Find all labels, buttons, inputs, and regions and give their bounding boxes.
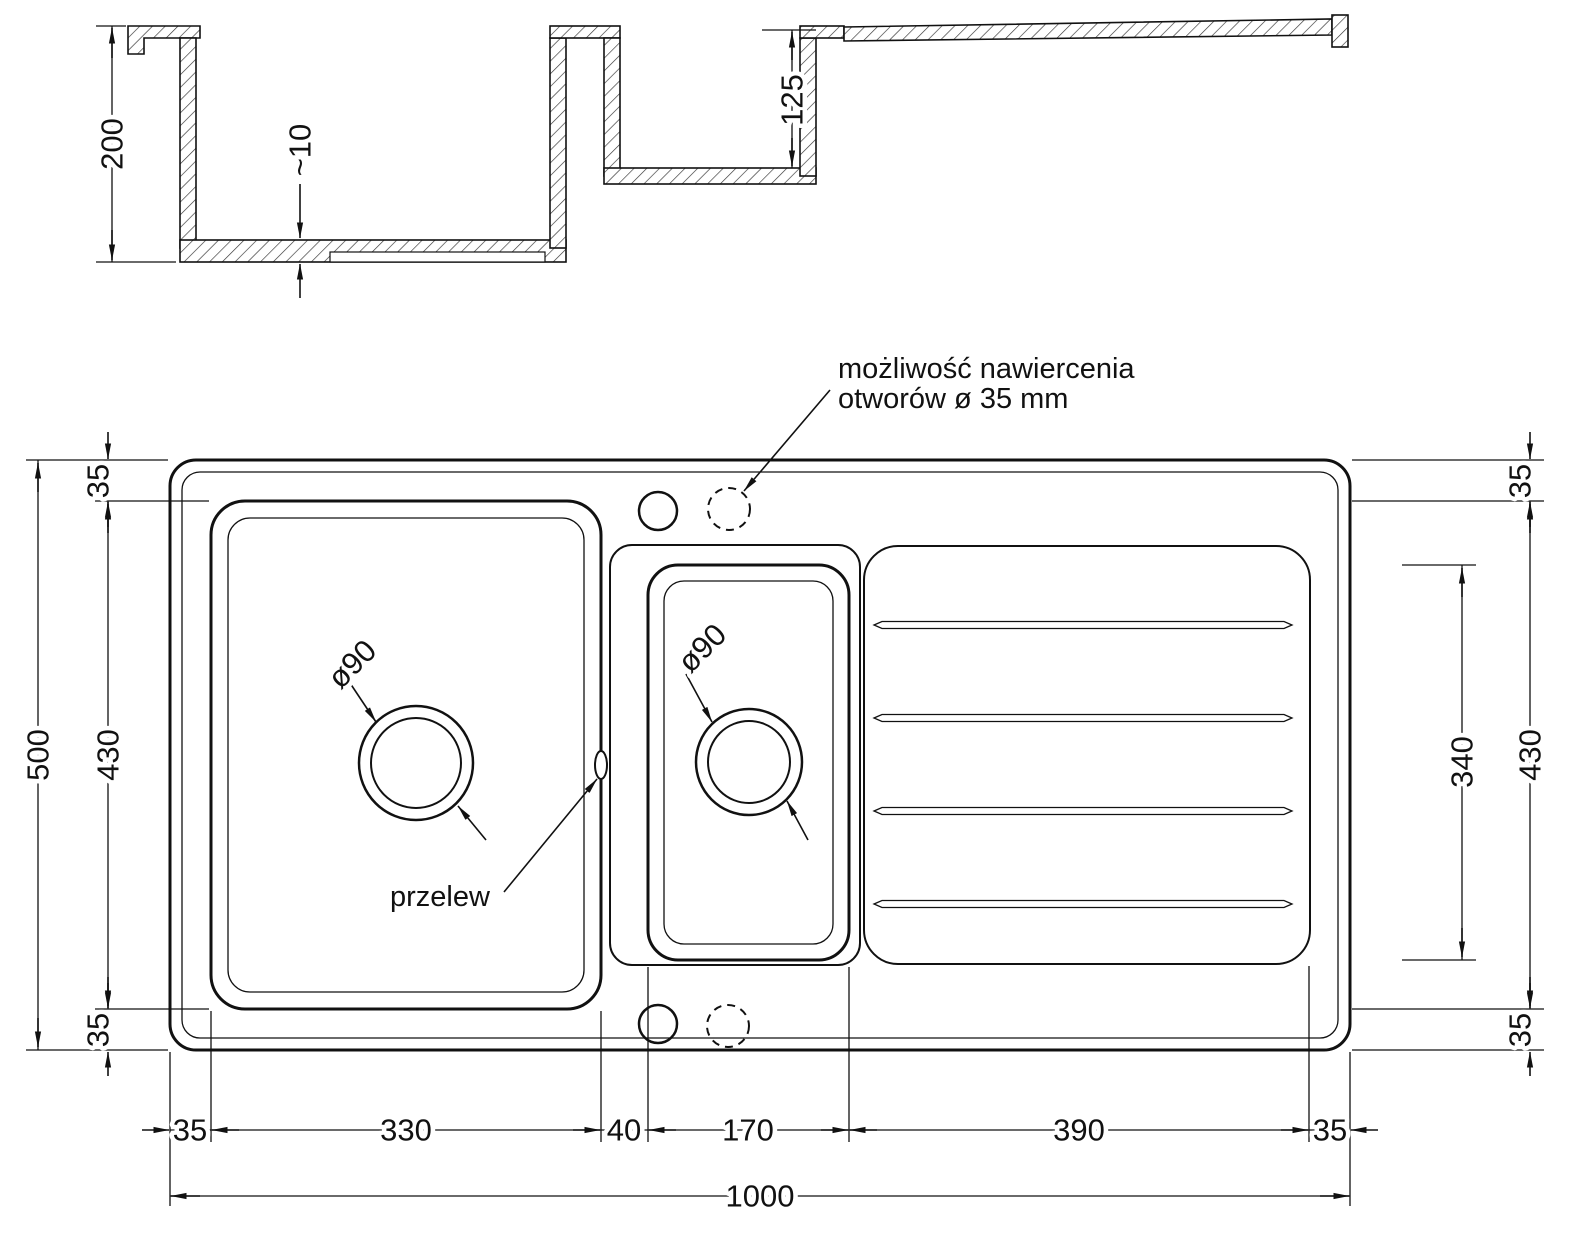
dim-left-430: 430 (86, 501, 130, 1009)
dim-section-depth-200: 200 (90, 25, 176, 263)
dim-right-340: 340 (1440, 565, 1484, 960)
dim-left-35-top: 35 (76, 432, 120, 527)
dim-label-390: 390 (1053, 1113, 1105, 1148)
dim-right-35-top: 35 (1498, 432, 1542, 527)
small-drain-inner (707, 720, 791, 804)
drill-note-line2: otworów ø 35 mm (838, 383, 1068, 415)
optional-hole-top (707, 487, 751, 531)
overflow-label: przelew (390, 881, 491, 913)
section-divider-flange (549, 25, 621, 39)
dim-bottom-chain: 35 330 40 170 390 35 (142, 1108, 1378, 1152)
small-bowl-shelf (609, 544, 861, 966)
main-drain-inner (370, 717, 462, 809)
annotation-drill-note: możliwość nawiercenia otworów ø 35 mm (743, 350, 1139, 492)
sink-inner-rim (181, 471, 1339, 1039)
drain-diameter-label: ø90 (321, 633, 384, 696)
drainer-area (863, 545, 1311, 965)
drill-note-line1: możliwość nawiercenia (838, 353, 1135, 385)
dim-label-35: 35 (1313, 1113, 1347, 1148)
drain-diameter-label: ø90 (671, 617, 734, 680)
faucet-hole-bottom (637, 1003, 679, 1045)
dim-label-10: ~10 (283, 124, 318, 177)
plan-dimensions: 500 35 430 35 35 430 (16, 432, 1552, 1218)
dim-label-40: 40 (607, 1113, 641, 1148)
drainer-grooves (872, 620, 1294, 909)
dim-label-35: 35 (1503, 464, 1538, 498)
dim-section-thickness-10: ~10 (278, 119, 322, 298)
dim-label-35: 35 (81, 464, 116, 498)
main-bowl-outer (209, 499, 603, 1011)
section-left-flange (127, 25, 201, 55)
section-right-lip (1331, 14, 1349, 48)
main-bowl-inner (227, 517, 585, 993)
dim-label-430: 430 (1513, 729, 1548, 781)
section-view: 200 ~10 125 (90, 14, 1349, 298)
dim-label-170: 170 (722, 1113, 774, 1148)
dim-label-1000: 1000 (726, 1179, 795, 1214)
faucet-hole-top (637, 490, 679, 532)
section-drainer-slab (843, 18, 1333, 42)
dim-label-35: 35 (1503, 1013, 1538, 1047)
annotation-small-drain: ø90 (666, 612, 809, 841)
dim-label-430: 430 (91, 729, 126, 781)
section-left-wall (179, 37, 197, 249)
annotation-overflow: przelew (387, 778, 598, 917)
annotation-main-drain: ø90 (316, 628, 487, 841)
dim-label-340: 340 (1445, 736, 1480, 788)
dim-right-35-bottom: 35 (1498, 983, 1542, 1076)
overflow-slot (594, 750, 608, 780)
dim-right-430: 430 (1508, 501, 1552, 1009)
dim-label-35: 35 (173, 1113, 207, 1148)
dim-overall-width-500: 500 (16, 460, 60, 1050)
small-drain-outer (694, 707, 804, 817)
main-drain-outer (357, 704, 475, 822)
dim-label-500: 500 (21, 729, 56, 781)
section-right-flange (799, 25, 845, 39)
optional-hole-bottom (706, 1004, 750, 1048)
section-bottom-recess (329, 251, 546, 263)
sink-outer-edge (168, 458, 1352, 1052)
small-bowl-outer (646, 563, 851, 962)
small-bowl-inner (663, 580, 834, 945)
dim-label-200: 200 (95, 118, 130, 170)
plan-view: ø90 ø90 przelew możliwość nawiercenia ot… (168, 350, 1352, 1052)
dim-label-125: 125 (775, 74, 810, 126)
dim-label-330: 330 (380, 1113, 432, 1148)
dim-left-35-bottom: 35 (76, 983, 120, 1076)
section-small-bowl-bottom (603, 167, 817, 185)
dim-section-depth-125: 125 (762, 29, 816, 168)
section-main-bowl-right-wall (549, 37, 567, 249)
dim-label-35: 35 (81, 1013, 116, 1047)
section-small-bowl-left-wall (603, 37, 621, 177)
dim-overall-length-1000: 1000 (170, 1174, 1350, 1218)
